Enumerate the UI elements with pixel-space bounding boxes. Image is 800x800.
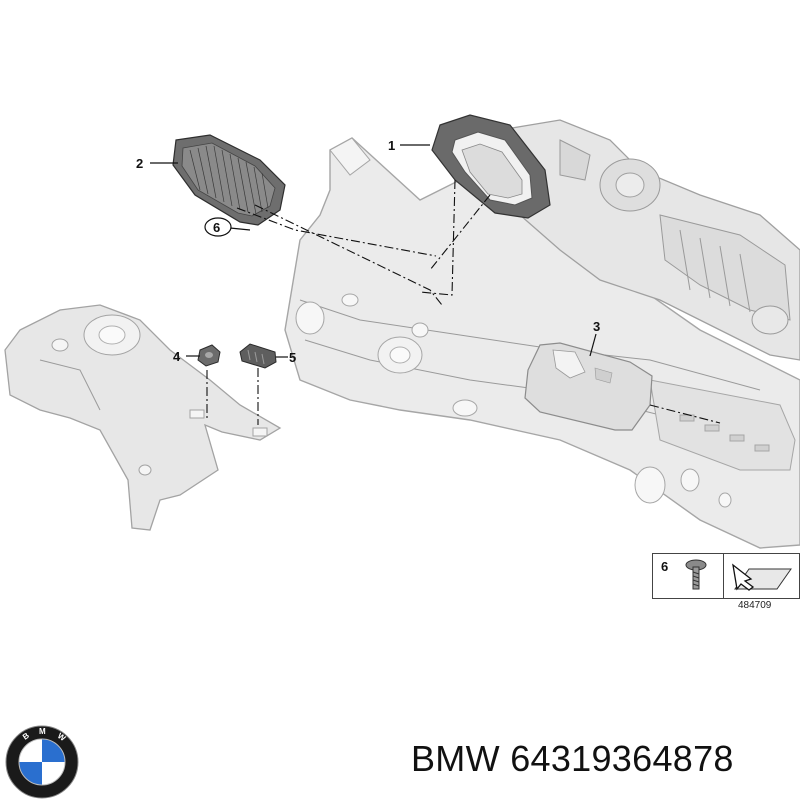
screw-icon xyxy=(685,559,707,590)
part-2-vent-grille xyxy=(172,134,286,226)
legend-item-number: 6 xyxy=(661,559,669,574)
part-3-cover-plate xyxy=(524,342,653,431)
strut-tower-bracket xyxy=(4,304,282,531)
bulkhead-panel xyxy=(284,137,800,549)
callout-2: 2 xyxy=(136,156,143,171)
callout-6: 6 xyxy=(213,220,220,235)
brand-name: BMW xyxy=(411,738,500,779)
svg-text:B: B xyxy=(21,731,31,742)
assembly-guide-lines xyxy=(206,179,721,425)
wiper-motor-assembly xyxy=(499,119,800,361)
part-5-clip xyxy=(239,343,277,369)
callout-leaders xyxy=(150,144,597,358)
svg-text:W: W xyxy=(56,731,68,743)
callout-1: 1 xyxy=(388,138,395,153)
installation-arrow-icon xyxy=(732,563,792,591)
part-caption: BMW 64319364878 xyxy=(411,738,734,780)
callout-5: 5 xyxy=(289,350,296,365)
legend-divider xyxy=(723,554,724,598)
diagram-reference-code: 484709 xyxy=(738,600,772,611)
callout-3: 3 xyxy=(593,319,600,334)
svg-text:M: M xyxy=(39,727,46,736)
part-4-nut xyxy=(197,344,221,367)
bmw-logo-icon: B M W xyxy=(5,725,79,799)
part-1-inlet-frame xyxy=(431,114,551,219)
callout-6-circle: 6 xyxy=(204,217,232,237)
fastener-legend: 6 xyxy=(652,553,800,599)
part-number: 64319364878 xyxy=(510,738,734,779)
callout-4: 4 xyxy=(173,349,181,364)
